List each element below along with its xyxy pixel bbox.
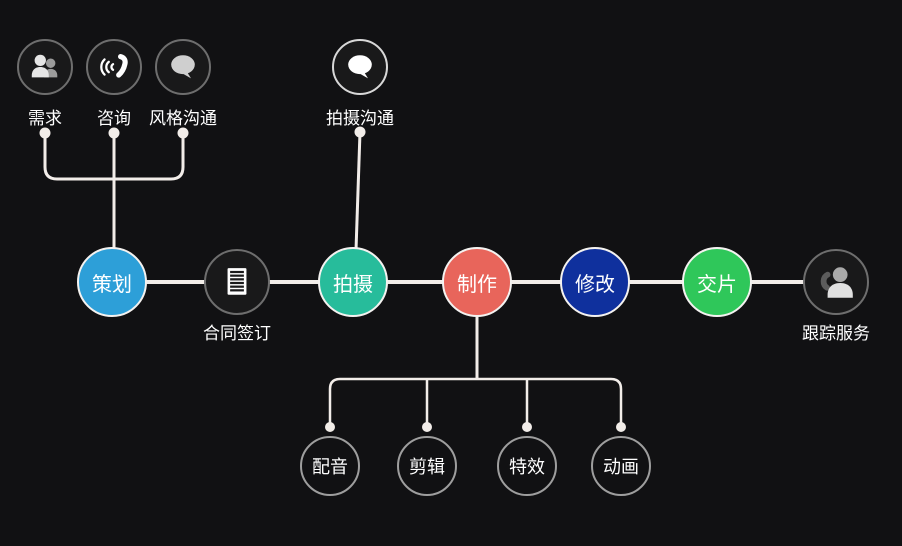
node-label: 制作 xyxy=(457,271,497,296)
flow-node-jianji: 剪辑 xyxy=(397,436,457,496)
node-label: 剪辑 xyxy=(409,457,445,478)
flow-node-fengge-goutong: 风格沟通 xyxy=(149,39,217,129)
connector-paishegoutong-to-paishe xyxy=(354,131,362,251)
connector-dot xyxy=(522,422,532,432)
flow-node-jiaopian: 交片 xyxy=(682,247,752,317)
flow-node-zixun: 咨询 xyxy=(86,39,142,129)
connector-dot xyxy=(39,127,51,139)
people-icon xyxy=(17,39,73,95)
connector-dot xyxy=(177,127,189,139)
node-label: 需求 xyxy=(28,109,62,129)
connector-dot xyxy=(354,126,366,138)
flow-node-texiao: 特效 xyxy=(497,436,557,496)
flow-node-paishe: 拍摄 xyxy=(318,247,388,317)
node-label: 跟踪服务 xyxy=(802,324,870,344)
flow-node-xuqiu: 需求 xyxy=(17,39,73,129)
node-label: 交片 xyxy=(697,271,737,296)
node-label: 拍摄 xyxy=(333,271,373,296)
connector-bottom-branch xyxy=(328,377,623,427)
connector-dot xyxy=(616,422,626,432)
node-label: 咨询 xyxy=(97,109,131,129)
flow-node-cehua: 策划 xyxy=(77,247,147,317)
flow-node-zhizuo: 制作 xyxy=(442,247,512,317)
node-label: 动画 xyxy=(603,457,639,478)
node-label: 策划 xyxy=(92,271,132,296)
node-label: 特效 xyxy=(509,457,545,478)
connector-dot xyxy=(325,422,335,432)
connector-dot xyxy=(422,422,432,432)
document-icon xyxy=(204,249,270,315)
node-label: 修改 xyxy=(575,271,615,296)
flow-node-peiyin: 配音 xyxy=(300,436,360,496)
flow-node-hetong-qianding: 合同签订 xyxy=(203,249,271,344)
phone-waves-icon xyxy=(86,39,142,95)
node-label: 配音 xyxy=(312,457,348,478)
connector-dot xyxy=(108,127,120,139)
flow-node-xiugai: 修改 xyxy=(560,247,630,317)
speech-bubble-icon xyxy=(332,39,388,95)
flow-node-genzong-fuwu: 跟踪服务 xyxy=(802,249,870,344)
node-label: 风格沟通 xyxy=(149,109,217,129)
flow-node-paishe-goutong: 拍摄沟通 xyxy=(326,39,394,129)
node-label: 拍摄沟通 xyxy=(326,109,394,129)
support-person-icon xyxy=(803,249,869,315)
flow-node-donghua: 动画 xyxy=(591,436,651,496)
speech-bubble-icon xyxy=(155,39,211,95)
node-label: 合同签订 xyxy=(203,324,271,344)
